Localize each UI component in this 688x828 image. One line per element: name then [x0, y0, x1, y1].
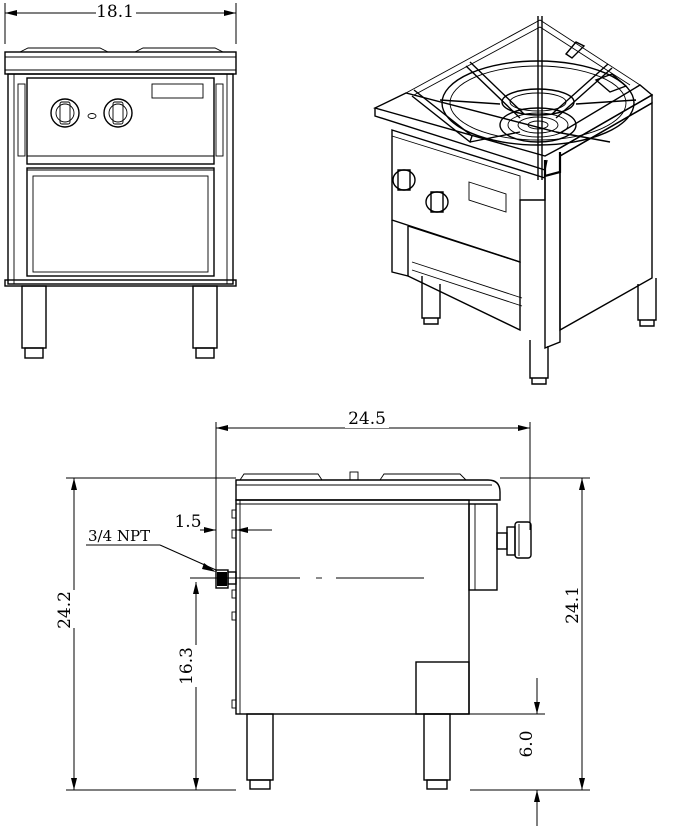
pipe-offset-label: 1.5 [174, 512, 201, 532]
pipe-height-label: 16.3 [177, 647, 197, 685]
pipe-spec-label: 3/4 NPT [88, 527, 150, 545]
isometric-view [373, 16, 657, 385]
height-rear-label: 24.1 [563, 586, 583, 624]
leg-height-label: 6.0 [517, 730, 537, 757]
depth-label: 24.5 [348, 409, 386, 429]
front-width-label: 18.1 [96, 2, 134, 22]
front-view: 18.1 [4, 2, 237, 359]
height-total-label: 24.2 [55, 591, 75, 629]
side-view: 24.5 24.2 24.1 [54, 409, 590, 826]
